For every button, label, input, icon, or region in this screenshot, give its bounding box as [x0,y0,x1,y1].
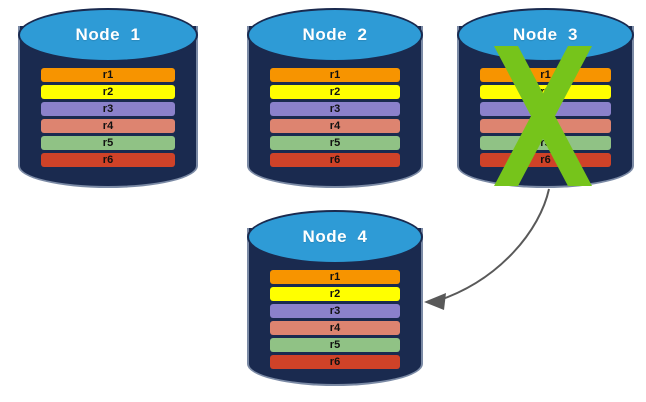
cylinder-top-ellipse [18,8,198,62]
data-row-r4[interactable]: r4 [41,119,175,133]
data-row-r2[interactable]: r2 [480,85,611,99]
row-stack-node2: r1 r2 r3 r4 r5 r6 [269,68,401,167]
cylinder-top-ellipse [247,210,423,264]
data-row-r6[interactable]: r6 [269,355,401,369]
data-row-r6[interactable]: r6 [41,153,175,167]
row-stack-node1: r1 r2 r3 r4 r5 r6 [41,68,175,167]
data-row-r4[interactable]: r4 [269,119,401,133]
arrow-curve [436,188,550,302]
cylinder-shape: Node 1 r1 r2 r3 r4 r5 r6 [18,8,198,188]
node-cylinder-node4[interactable]: Node 4 r1 r2 r3 r4 r5 r6 [247,210,423,386]
data-row-r1[interactable]: r1 [269,68,401,82]
cylinder-shape: Node 4 r1 r2 r3 r4 r5 r6 [247,210,423,386]
node-title-node1: Node 1 [75,25,141,44]
node-title-node3: Node 3 [513,25,578,44]
row-stack-node4: r1 r2 r3 r4 r5 r6 [269,270,401,369]
node-cylinder-node1[interactable]: Node 1 r1 r2 r3 r4 r5 r6 [18,8,198,188]
data-row-r6[interactable]: r6 [480,153,611,167]
data-row-r4[interactable]: r4 [480,119,611,133]
data-row-r2[interactable]: r2 [269,85,401,99]
row-stack-node3: r1 r2 r3 r4 r5 r6 [480,68,611,167]
data-row-r1[interactable]: r1 [269,270,401,284]
data-row-r3[interactable]: r3 [41,102,175,116]
node-title-node4: Node 4 [302,227,368,246]
data-row-r2[interactable]: r2 [41,85,175,99]
node-cylinder-node2[interactable]: Node 2 r1 r2 r3 r4 r5 r6 [247,8,423,188]
data-row-r6[interactable]: r6 [269,153,401,167]
data-row-r4[interactable]: r4 [269,321,401,335]
cylinder-shape: Node 2 r1 r2 r3 r4 r5 r6 [247,8,423,188]
node-title-node2: Node 2 [302,25,368,44]
arrow-head-icon [424,293,446,310]
data-row-r2[interactable]: r2 [269,287,401,301]
data-row-r5[interactable]: r5 [41,136,175,150]
data-row-r1[interactable]: r1 [41,68,175,82]
cylinder-top-ellipse [247,8,423,62]
data-row-r5[interactable]: r5 [269,136,401,150]
data-row-r3[interactable]: r3 [269,304,401,318]
data-row-r1[interactable]: r1 [480,68,611,82]
node-cylinder-node3[interactable]: Node 3 r1 r2 r3 r4 r5 r6 [457,8,634,188]
cylinder-shape: Node 3 r1 r2 r3 r4 r5 r6 [457,8,634,188]
data-row-r3[interactable]: r3 [269,102,401,116]
data-row-r3[interactable]: r3 [480,102,611,116]
data-row-r5[interactable]: r5 [269,338,401,352]
data-row-r5[interactable]: r5 [480,136,611,150]
